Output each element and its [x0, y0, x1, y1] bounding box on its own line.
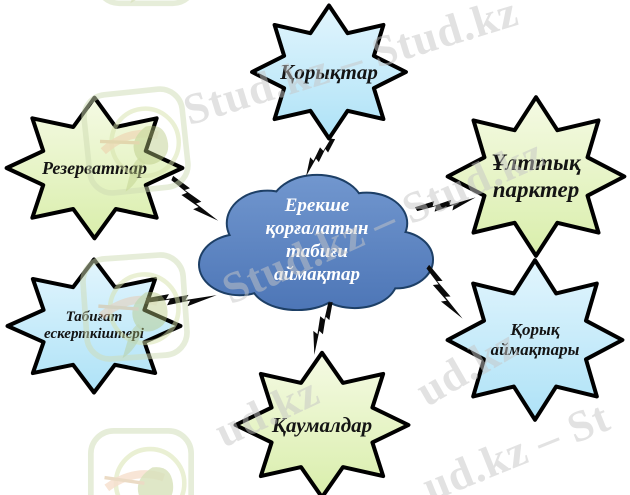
cloud-label-line1: Ерекше — [284, 194, 350, 216]
cloud-label-line2: қорғалатын — [265, 217, 369, 239]
node-qaumaldar: Қаумалдар — [231, 349, 413, 495]
node-qoryq-aimaqtary: Қорық аймақтары — [443, 256, 627, 424]
central-cloud-node: Ерекше қорғалатын табиғи аймақтар — [198, 166, 436, 314]
node-label: Қорықтар — [248, 2, 410, 142]
node-label: Қорық аймақтары — [443, 256, 627, 424]
node-label-line2: парктер — [492, 176, 580, 202]
node-label: Қаумалдар — [231, 349, 413, 495]
stud-kz-hummingbird-logo-icon — [84, 424, 198, 495]
node-label-line1: Ұлттық — [491, 150, 581, 176]
cloud-shape — [198, 173, 435, 312]
node-label-line1: Табиғат — [65, 308, 123, 325]
node-label: Ұлттық парктер — [443, 93, 629, 260]
node-label: Табиғат ескерткіштері — [3, 256, 185, 396]
lightning-connector-bottom — [309, 302, 338, 356]
node-label-line1: Қорықтар — [280, 59, 378, 84]
node-rezervattar: Резерваттар — [2, 94, 187, 242]
node-label-line2: аймақтары — [490, 340, 580, 359]
node-label-line1: Қорық — [510, 320, 560, 340]
central-cloud-label: Ерекше қорғалатын табиғи аймақтар — [198, 166, 436, 314]
node-tabighat-eskertkishteri: Табиғат ескерткіштері — [3, 256, 185, 396]
node-label-line1: Қаумалдар — [271, 412, 373, 437]
cloud-label-line3: табиғи — [286, 241, 348, 262]
node-label-line2: ескерткіштері — [44, 326, 144, 342]
node-label: Резерваттар — [2, 94, 187, 242]
node-label-line1: Резерваттар — [41, 157, 148, 178]
node-ulttyq-parkter: Ұлттық парктер — [443, 93, 629, 260]
node-qoryqtar: Қорықтар — [248, 2, 410, 142]
cloud-label-line4: аймақтар — [274, 264, 360, 286]
stud-kz-hummingbird-logo-icon — [90, 0, 202, 10]
